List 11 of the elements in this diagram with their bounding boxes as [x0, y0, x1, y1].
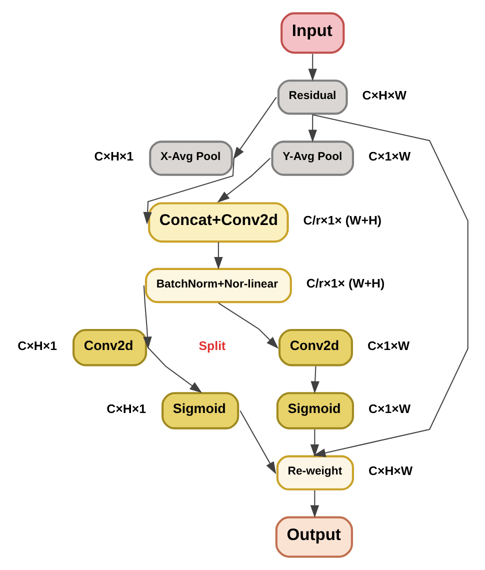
node-label: C×H×1: [94, 149, 134, 164]
node-label: C×H×W: [368, 464, 413, 478]
node-label: C×1×W: [367, 338, 410, 353]
node-label: C×H×W: [362, 88, 406, 102]
node-label: C/r×1× (W+H): [306, 276, 385, 291]
node-label: C/r×1× (W+H): [303, 214, 382, 228]
node-label: C×H×1: [106, 402, 146, 416]
node-label: C×1×W: [368, 149, 411, 164]
node-label: C×1×W: [368, 402, 411, 416]
label: Split: [198, 338, 226, 353]
node-label: C×H×1: [18, 338, 57, 353]
